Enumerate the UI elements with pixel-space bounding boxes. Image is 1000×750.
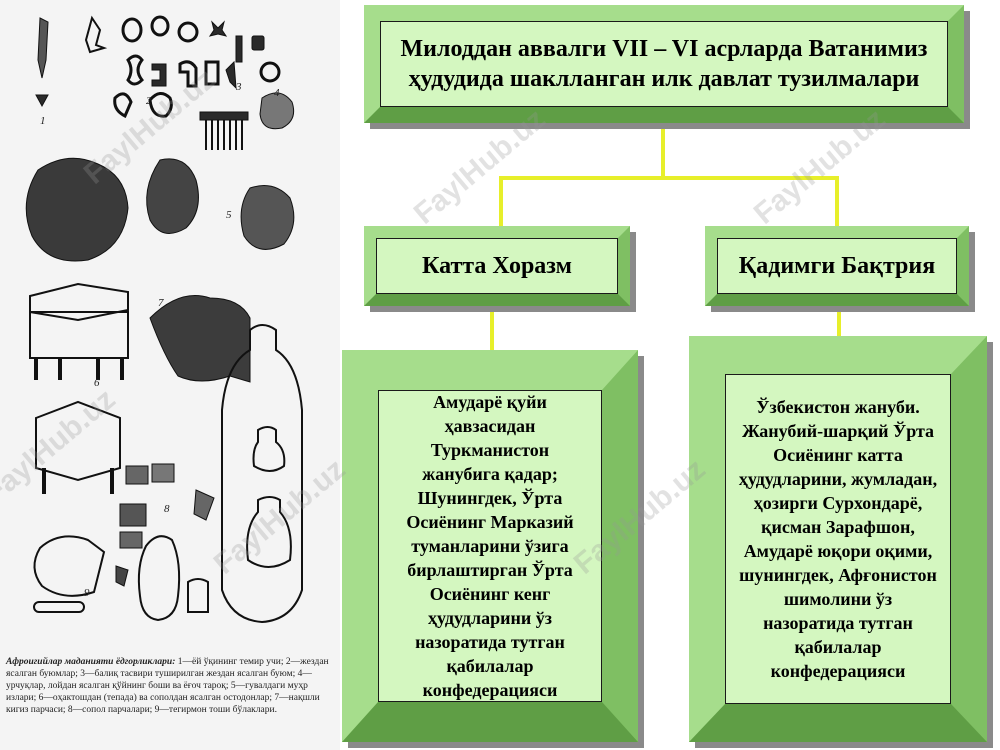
figure-number: 9 [84,587,90,599]
description-box-bactria: Ўзбекистон жануби. Жанубий-шарқий Ўрта О… [689,336,987,742]
title-box: Милоддан аввалги VII – VI асрларда Ватан… [364,5,964,123]
connector-title-down [661,124,665,178]
connector-horizontal [499,176,839,180]
plate-caption: Афрoигийлар маданияти ёдгорликлари: 1—ёй… [6,656,334,716]
state-box-bactria: Қадимги Бақтрия [705,226,969,306]
figure-numbers: 1 2 3 4 5 6 7 8 9 [40,81,280,599]
connector-left-desc [490,306,494,350]
title-text: Милоддан аввалги VII – VI асрларда Ватан… [380,21,948,107]
description-box-khorezm: Амударё қуйи ҳавзасидан Туркманистон жан… [342,350,638,742]
state-box-khorezm: Катта Хоразм [364,226,630,306]
figure-number: 2 [146,95,152,107]
artifact-plate: 1 2 3 4 5 6 7 8 9 Афрoигийлар маданияти … [0,0,340,750]
state-label-khorezm: Катта Хоразм [376,238,618,294]
figure-number: 5 [226,209,232,221]
figure-number: 6 [94,377,100,389]
figure-number: 7 [158,297,164,309]
state-label-bactria: Қадимги Бақтрия [717,238,957,294]
figure-number: 3 [235,81,242,93]
figure-number: 8 [164,503,170,515]
artifact-drawings: 1 2 3 4 5 6 7 8 9 [25,15,303,624]
description-bactria: Ўзбекистон жануби. Жанубий-шарқий Ўрта О… [725,374,951,704]
connector-right-desc [837,306,841,336]
connector-left-down [499,176,503,228]
figure-number: 1 [40,115,46,127]
figure-number: 4 [274,87,280,99]
connector-right-down [835,176,839,228]
caption-text: 1—ёй ўқининг темир учи; 2—жездан ясалган… [6,657,329,715]
description-khorezm: Амударё қуйи ҳавзасидан Туркманистон жан… [378,390,602,702]
caption-title: Афрoигийлар маданияти ёдгорликлари: [6,657,176,667]
